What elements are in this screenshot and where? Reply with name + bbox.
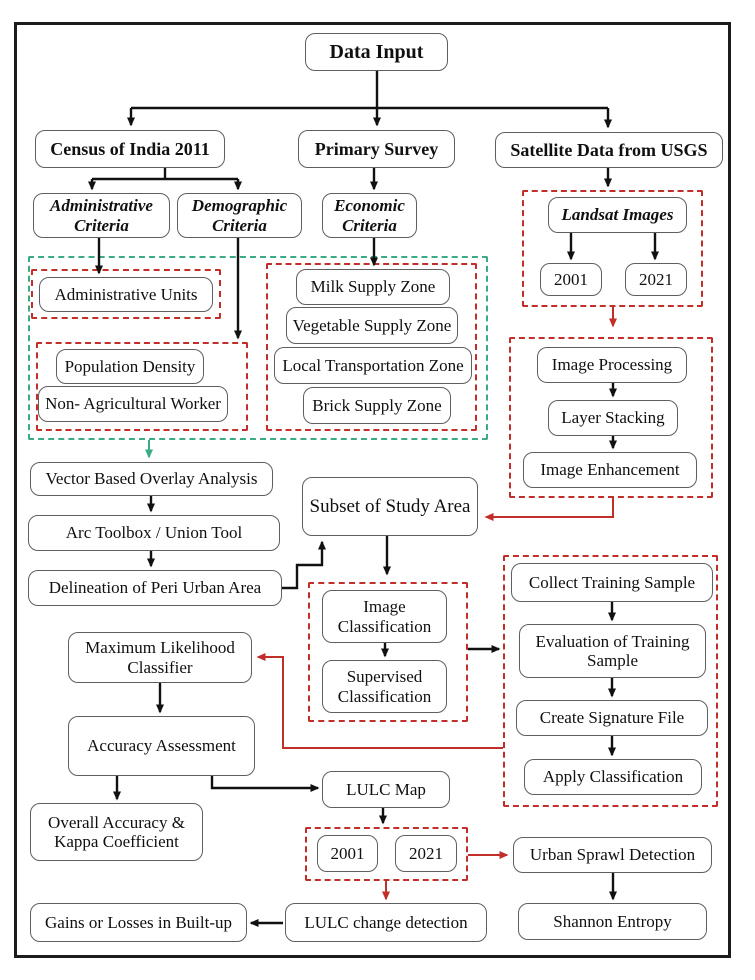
group-administrative-units [31, 269, 221, 319]
node-primary-survey: Primary Survey [298, 130, 455, 168]
node-vegetable-supply-zone: Vegetable Supply Zone [286, 307, 458, 344]
node-overall-accuracy-kappa: Overall Accuracy & Kappa Coefficient [30, 803, 203, 861]
node-non-agricultural-worker: Non- Agricultural Worker [38, 386, 228, 422]
node-landsat-2001: 2001 [540, 263, 602, 296]
node-evaluation-training-sample: Evaluation of Training Sample [519, 624, 706, 678]
node-image-processing: Image Processing [537, 347, 687, 383]
node-image-enhancement: Image Enhancement [523, 452, 697, 488]
node-landsat-2021: 2021 [625, 263, 687, 296]
node-maximum-likelihood-classifier: Maximum Likelihood Classifier [68, 632, 252, 683]
node-local-transportation-zone: Local Transportation Zone [274, 347, 472, 384]
node-subset-study-area: Subset of Study Area [302, 477, 478, 536]
node-milk-supply-zone: Milk Supply Zone [296, 269, 450, 305]
node-lulc-map: LULC Map [322, 771, 450, 808]
node-collect-training-sample: Collect Training Sample [511, 563, 713, 602]
node-shannon-entropy: Shannon Entropy [518, 903, 707, 940]
node-create-signature-file: Create Signature File [516, 700, 708, 736]
node-economic-criteria: Economic Criteria [322, 193, 417, 238]
group-landsat-images [522, 190, 703, 307]
node-gains-losses-builtup: Gains or Losses in Built-up [30, 903, 247, 942]
node-administrative-units: Administrative Units [39, 277, 213, 312]
group-criteria-indicators [28, 256, 488, 440]
node-brick-supply-zone: Brick Supply Zone [303, 387, 451, 424]
group-training [503, 555, 718, 807]
node-map-2021: 2021 [395, 835, 457, 872]
node-landsat-images: Landsat Images [548, 197, 687, 233]
node-accuracy-assessment: Accuracy Assessment [68, 716, 255, 776]
group-lulc-years [305, 827, 468, 881]
node-demographic-criteria: Demographic Criteria [177, 193, 302, 238]
node-supervised-classification: Supervised Classification [322, 660, 447, 713]
node-census: Census of India 2011 [35, 130, 225, 168]
node-administrative-criteria: Administrative Criteria [33, 193, 170, 238]
node-arc-toolbox-union-tool: Arc Toolbox / Union Tool [28, 515, 280, 551]
node-satellite-data: Satellite Data from USGS [495, 132, 723, 168]
node-vector-overlay-analysis: Vector Based Overlay Analysis [30, 462, 273, 496]
group-image-processing [509, 337, 713, 498]
node-delineation-peri-urban: Delineation of Peri Urban Area [28, 570, 282, 606]
group-demographic-indicators [36, 342, 248, 431]
node-image-classification: Image Classification [322, 590, 447, 643]
node-apply-classification: Apply Classification [524, 759, 702, 795]
node-population-density: Population Density [56, 349, 204, 384]
node-lulc-change-detection: LULC change detection [285, 903, 487, 942]
node-layer-stacking: Layer Stacking [548, 400, 678, 436]
node-data-input: Data Input [305, 33, 448, 71]
node-urban-sprawl-detection: Urban Sprawl Detection [513, 837, 712, 873]
node-map-2001: 2001 [317, 835, 378, 872]
